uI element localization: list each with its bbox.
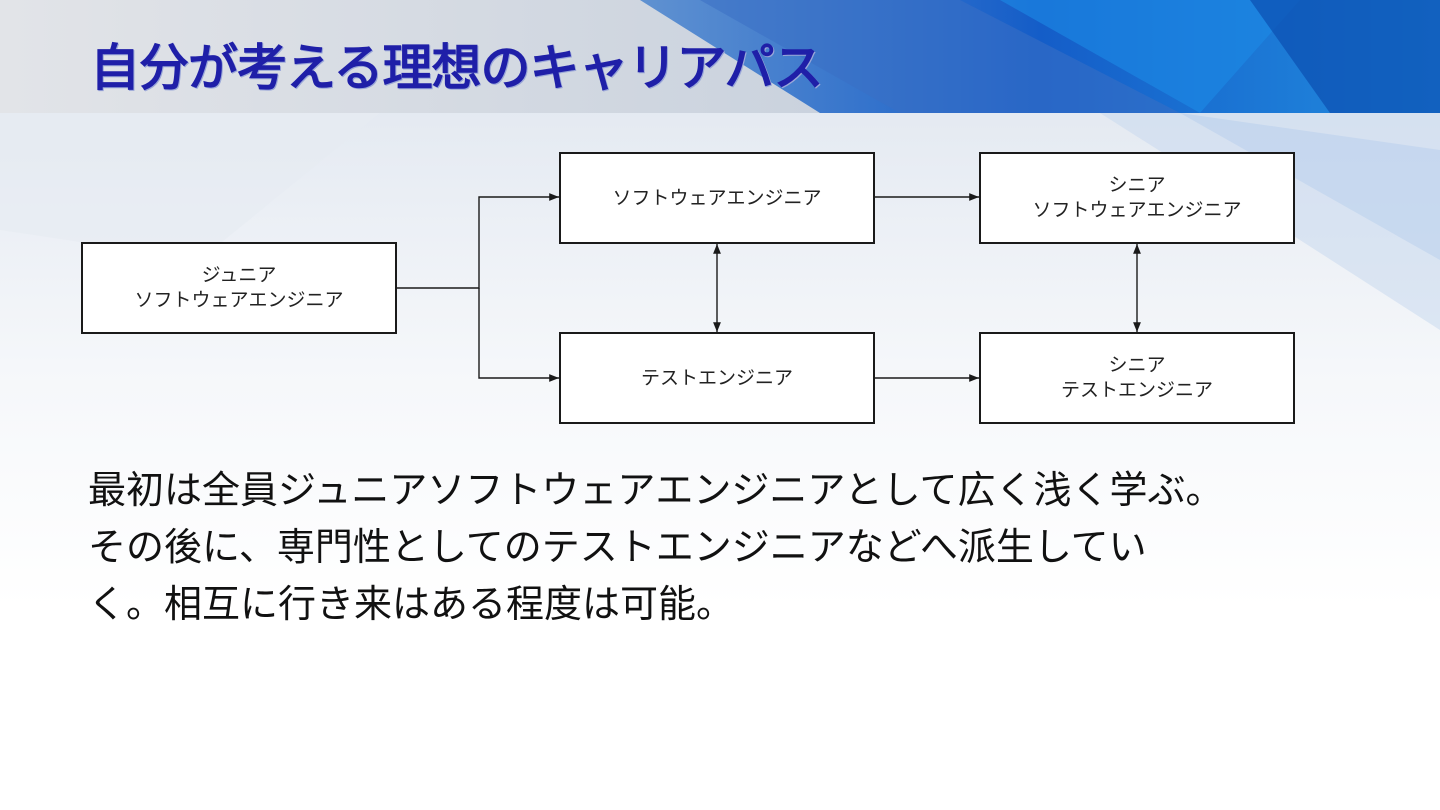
body-line: く。相互に行き来はある程度は可能。 [88, 582, 735, 626]
node-label-line: ソフトウェアエンジニア [612, 186, 822, 209]
body-line: 最初は全員ジュニアソフトウェアエンジニアとして広く浅く学ぶ。 [88, 468, 1224, 512]
node-label-line: シニア [1108, 174, 1166, 196]
node-label-line: ソフトウェアエンジニア [1032, 199, 1242, 221]
node-senior-software-engineer: シニア ソフトウェアエンジニア [979, 152, 1295, 244]
node-label-line: テストエンジニア [1060, 379, 1213, 401]
body-line: その後に、専門性としてのテストエンジニアなどへ派生してい [88, 525, 1147, 569]
edge-junior-to-test [478, 288, 559, 382]
node-label-line: ソフトウェアエンジニア [134, 289, 344, 311]
node-label-line: テストエンジニア [640, 366, 793, 389]
node-test-engineer: テストエンジニア [559, 332, 875, 424]
node-junior-software-engineer: ジュニア ソフトウェアエンジニア [81, 242, 397, 334]
slide-body-text: 最初は全員ジュニアソフトウェアエンジニアとして広く浅く学ぶ。 その後に、専門性と… [88, 462, 1378, 633]
node-software-engineer: ソフトウェアエンジニア [559, 152, 875, 244]
edge-junior-to-swe [397, 193, 559, 289]
slide-title: 自分が考える理想のキャリアパス [90, 39, 823, 97]
node-label-line: ジュニア [201, 264, 277, 286]
node-label-line: シニア [1108, 354, 1166, 376]
node-senior-test-engineer: シニア テストエンジニア [979, 332, 1295, 424]
